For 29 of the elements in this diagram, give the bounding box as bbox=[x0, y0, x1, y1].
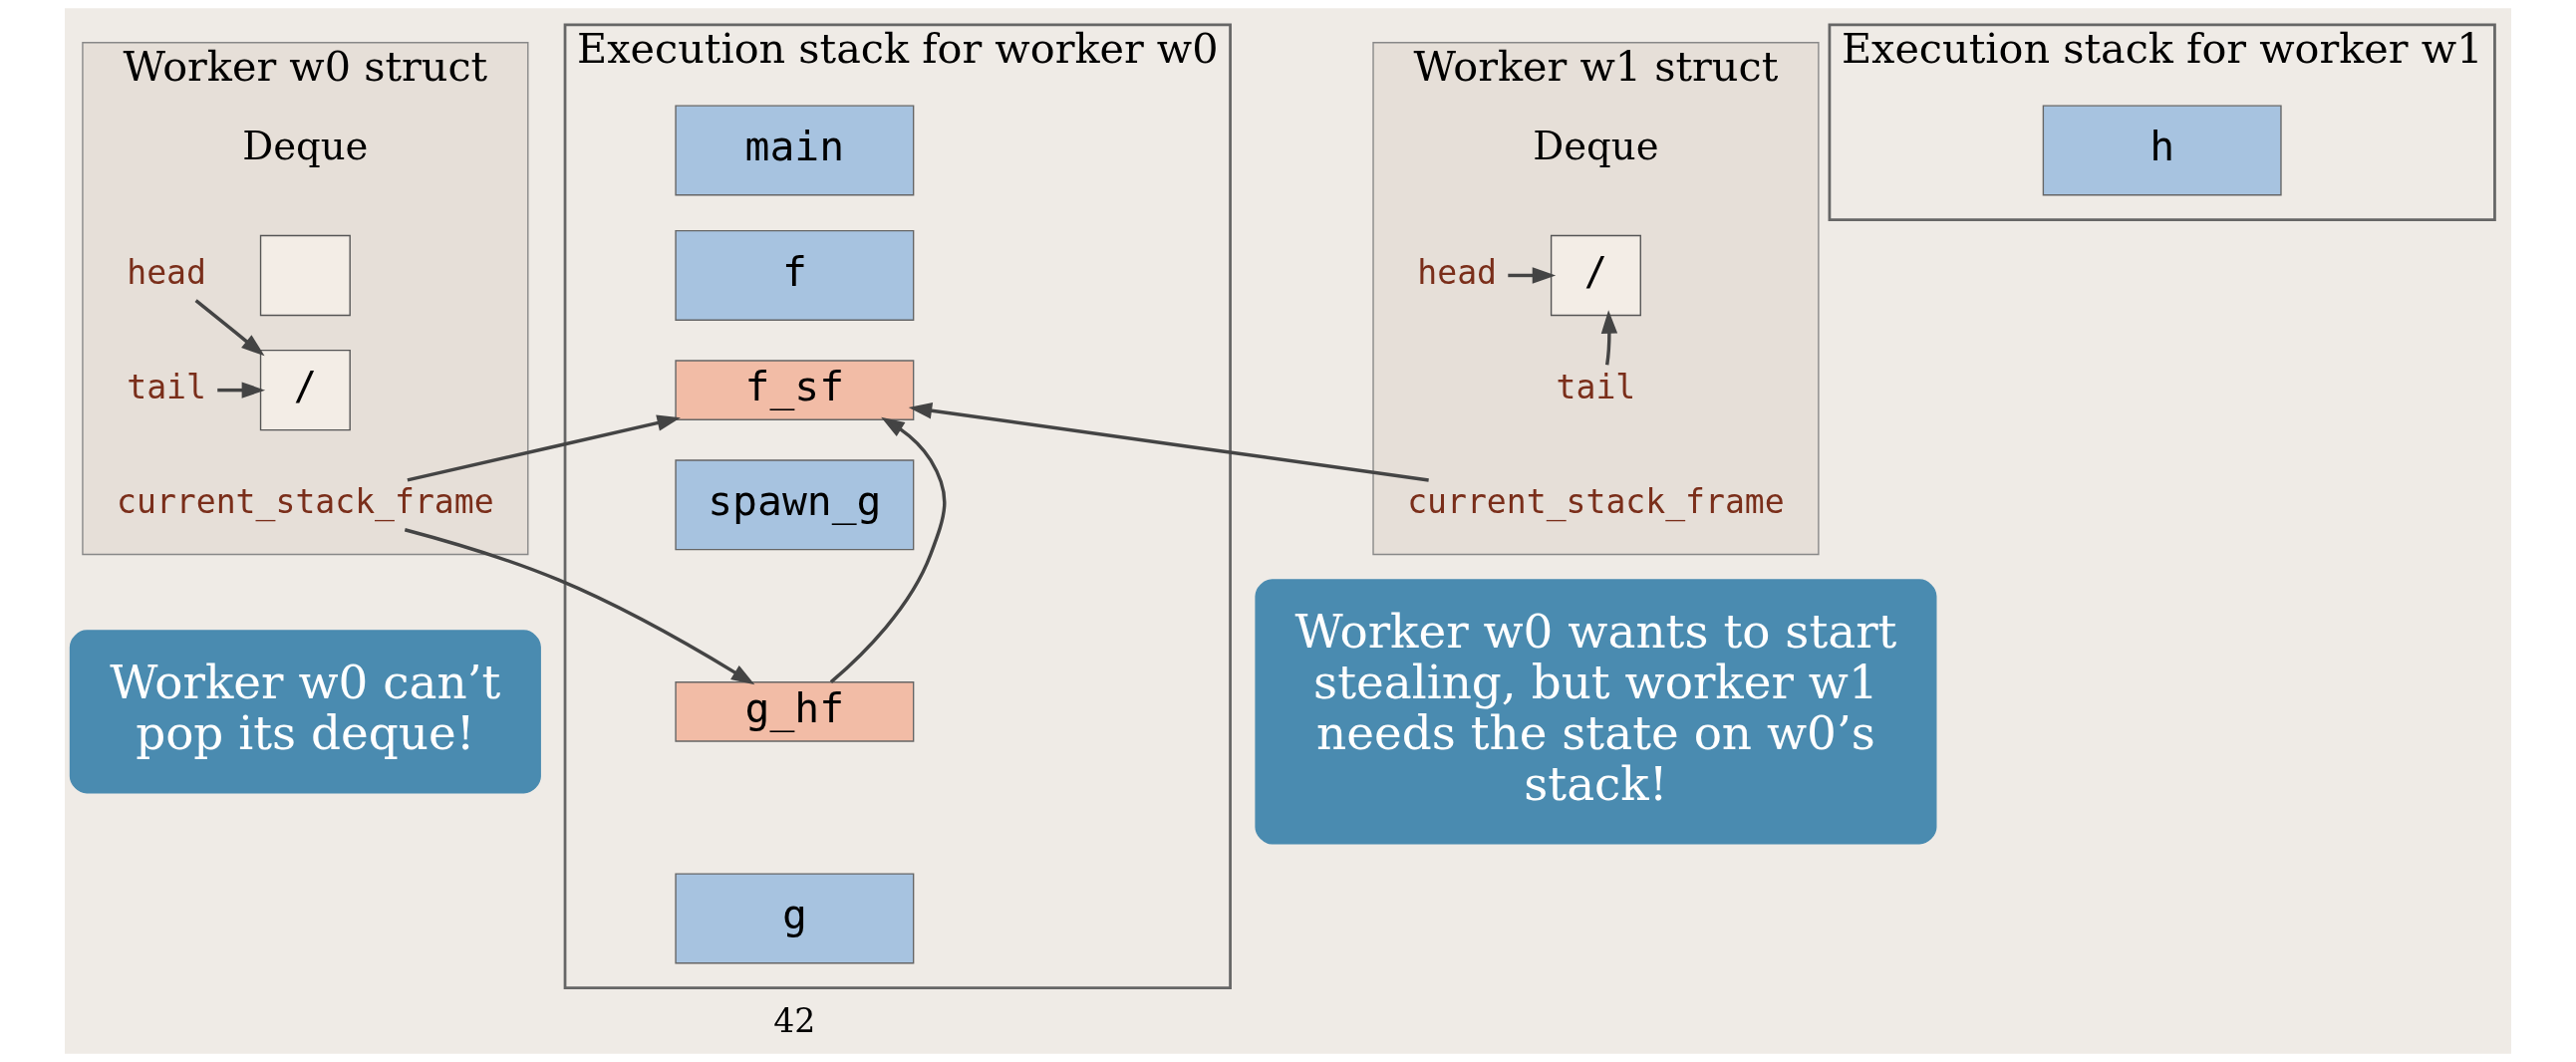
node-text: head bbox=[127, 253, 206, 293]
arrow bbox=[1600, 310, 1618, 366]
node-box: Worker w0 can’t pop its deque! bbox=[69, 630, 541, 794]
node-box: f bbox=[675, 229, 915, 321]
arrow bbox=[829, 416, 947, 683]
node-box: / bbox=[1550, 234, 1641, 317]
node-box: f_sf bbox=[675, 360, 915, 420]
label: Deque bbox=[1533, 124, 1659, 169]
arrow bbox=[407, 414, 681, 482]
node-box: main bbox=[675, 105, 915, 196]
arrow bbox=[404, 528, 755, 685]
node-box bbox=[259, 234, 351, 317]
node-box: spawn_g bbox=[675, 459, 915, 551]
node-text: head bbox=[1417, 253, 1497, 293]
arrow bbox=[908, 402, 1429, 482]
node-box: / bbox=[259, 349, 351, 431]
node-box: g bbox=[675, 873, 915, 964]
node-box: h bbox=[2042, 105, 2282, 196]
node-box: Worker w0 wants to start stealing, but worker w1 needs the state on w0’s stack! bbox=[1255, 579, 1937, 845]
node-box: g_hf bbox=[675, 681, 915, 742]
node-text: current_stack_frame bbox=[117, 482, 494, 522]
label: Deque bbox=[242, 124, 369, 169]
node-text: tail bbox=[127, 368, 206, 407]
node-text: tail bbox=[1556, 368, 1636, 407]
arrow bbox=[217, 382, 266, 398]
node-text: current_stack_frame bbox=[1407, 482, 1785, 522]
label: 42 bbox=[773, 1001, 816, 1040]
arrow bbox=[194, 299, 265, 357]
arrow bbox=[1508, 267, 1557, 284]
